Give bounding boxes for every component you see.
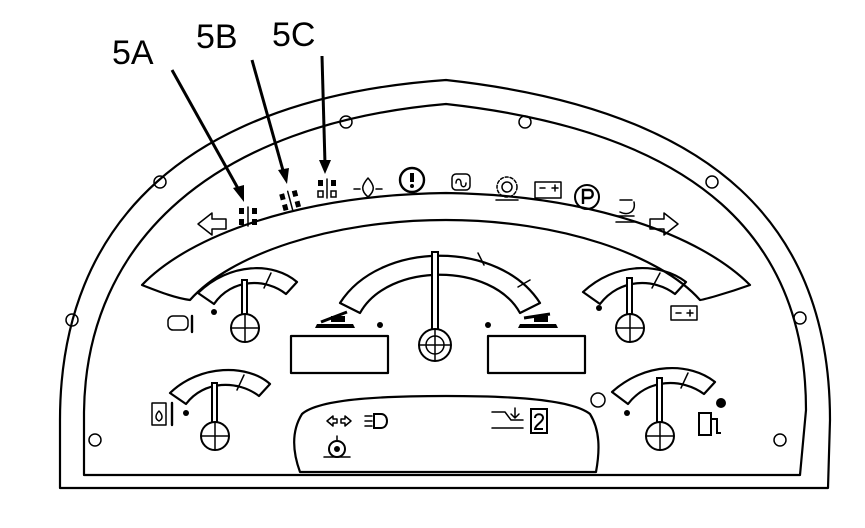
right-turn-arrow-icon <box>649 212 679 236</box>
warning-light-channel <box>140 191 752 302</box>
steer-mode-4wheel-icon <box>239 206 257 227</box>
steer-mode-2wheel-icon <box>317 178 337 199</box>
mounting-holes <box>65 115 807 447</box>
boom-angle-icon <box>315 310 355 328</box>
parking-brake-icon <box>574 184 600 210</box>
callout-label-5c: 5C <box>272 16 316 54</box>
boom-angle-right-icon <box>518 312 558 328</box>
left-display-window <box>289 334 390 375</box>
hydraulic-oil-temp-gauge <box>168 368 272 451</box>
callout-arrow-5c <box>319 55 331 174</box>
glow-plug-icon <box>451 173 471 191</box>
panel-outer-housing <box>58 78 832 490</box>
callout-label-5a: 5A <box>112 34 154 72</box>
fuel-level-gauge <box>590 367 717 451</box>
left-turn-arrow-icon <box>197 212 227 236</box>
right-display-window <box>486 334 587 375</box>
callout-label-5b: 5B <box>196 18 238 56</box>
transmission-icon <box>323 435 351 458</box>
battery-charge-icon <box>534 181 562 199</box>
callout-arrow-5a <box>170 69 244 202</box>
center-load-gauge <box>338 251 542 362</box>
fuel-pump-icon <box>698 398 726 436</box>
battery-icon <box>670 305 698 321</box>
general-warning-icon <box>398 166 426 194</box>
gear-shift-icon <box>491 407 524 429</box>
turn-signal-icon <box>326 415 352 427</box>
gear-2-icon <box>530 408 548 434</box>
panel-inner-bezel <box>82 102 808 477</box>
transmission-warning-icon <box>495 176 519 201</box>
steer-mode-crab-icon <box>279 189 302 212</box>
hydraulic-filter-icon <box>615 199 637 223</box>
hydraulic-oil-temperature-icon <box>151 401 174 427</box>
battery-voltage-gauge <box>581 267 688 343</box>
engine-oil-pressure-icon <box>353 177 383 198</box>
engine-temp-gauge <box>196 267 299 343</box>
headlight-icon <box>364 413 388 429</box>
callout-arrow-5b <box>250 59 289 184</box>
lower-indicator-cluster <box>293 394 600 474</box>
engine-temperature-icon <box>167 314 194 334</box>
